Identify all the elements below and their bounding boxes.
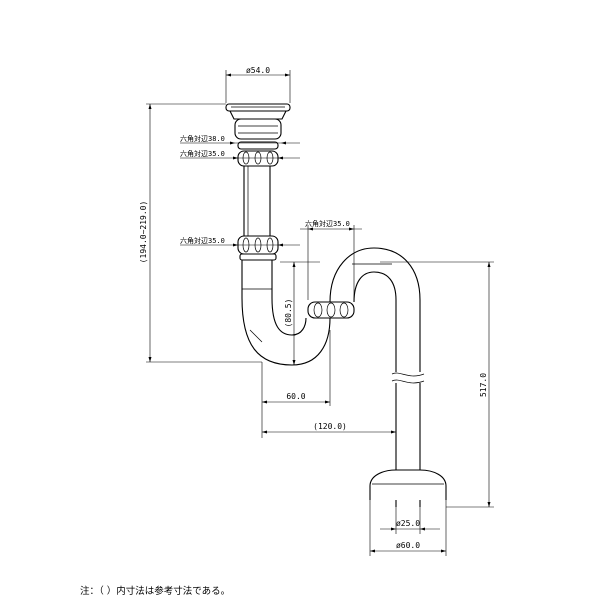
dim-hex-380: 六角対辺38.0 bbox=[180, 134, 300, 145]
dim-label-height-805: (80.5) bbox=[284, 299, 293, 328]
dim-hex-350-c: 六角対辺35.0 bbox=[300, 219, 362, 300]
dim-hex-350-a: 六角対辺35.0 bbox=[180, 149, 300, 160]
dim-width-120: (120.0) bbox=[262, 422, 396, 434]
strainer-cap bbox=[225, 103, 291, 120]
dim-height-range: (194.0~219.0) bbox=[139, 103, 262, 363]
footnote: 注：（ ）内寸法は参考寸法である。 bbox=[80, 586, 231, 597]
dim-label-base-25: ø25.0 bbox=[396, 519, 420, 528]
u-bend bbox=[241, 297, 331, 366]
dim-label-width-60: 60.0 bbox=[286, 392, 305, 401]
upper-bend bbox=[329, 247, 421, 372]
dim-label-hex-350-b: 六角対辺35.0 bbox=[180, 236, 225, 245]
dim-label-base-60: ø60.0 bbox=[396, 541, 420, 550]
dim-label-height-517: 517.0 bbox=[479, 373, 488, 397]
hex-nut-bend bbox=[307, 301, 355, 319]
dim-label-top-diameter: ø54.0 bbox=[246, 66, 270, 75]
dim-label-hex-380: 六角対辺38.0 bbox=[180, 134, 225, 143]
floor-flange bbox=[369, 469, 447, 507]
hex-nut-upper bbox=[234, 118, 282, 167]
dim-height-805: (80.5) bbox=[280, 261, 320, 365]
dim-hex-350-b: 六角対辺35.0 bbox=[180, 236, 300, 247]
dim-width-60: 60.0 bbox=[261, 330, 331, 438]
dim-label-width-120: (120.0) bbox=[313, 422, 347, 431]
pipe-break bbox=[391, 372, 425, 470]
dim-label-height-range: (194.0~219.0) bbox=[139, 201, 148, 264]
dim-height-517: 517.0 bbox=[380, 261, 494, 508]
dim-label-hex-350-c: 六角対辺35.0 bbox=[305, 219, 350, 228]
dim-base-25: ø25.0 bbox=[380, 507, 440, 534]
dim-top-diameter: ø54.0 bbox=[225, 66, 291, 103]
tailpiece bbox=[237, 166, 279, 298]
dim-base-60: ø60.0 bbox=[369, 500, 447, 556]
dim-label-hex-350-a: 六角対辺35.0 bbox=[180, 149, 225, 158]
